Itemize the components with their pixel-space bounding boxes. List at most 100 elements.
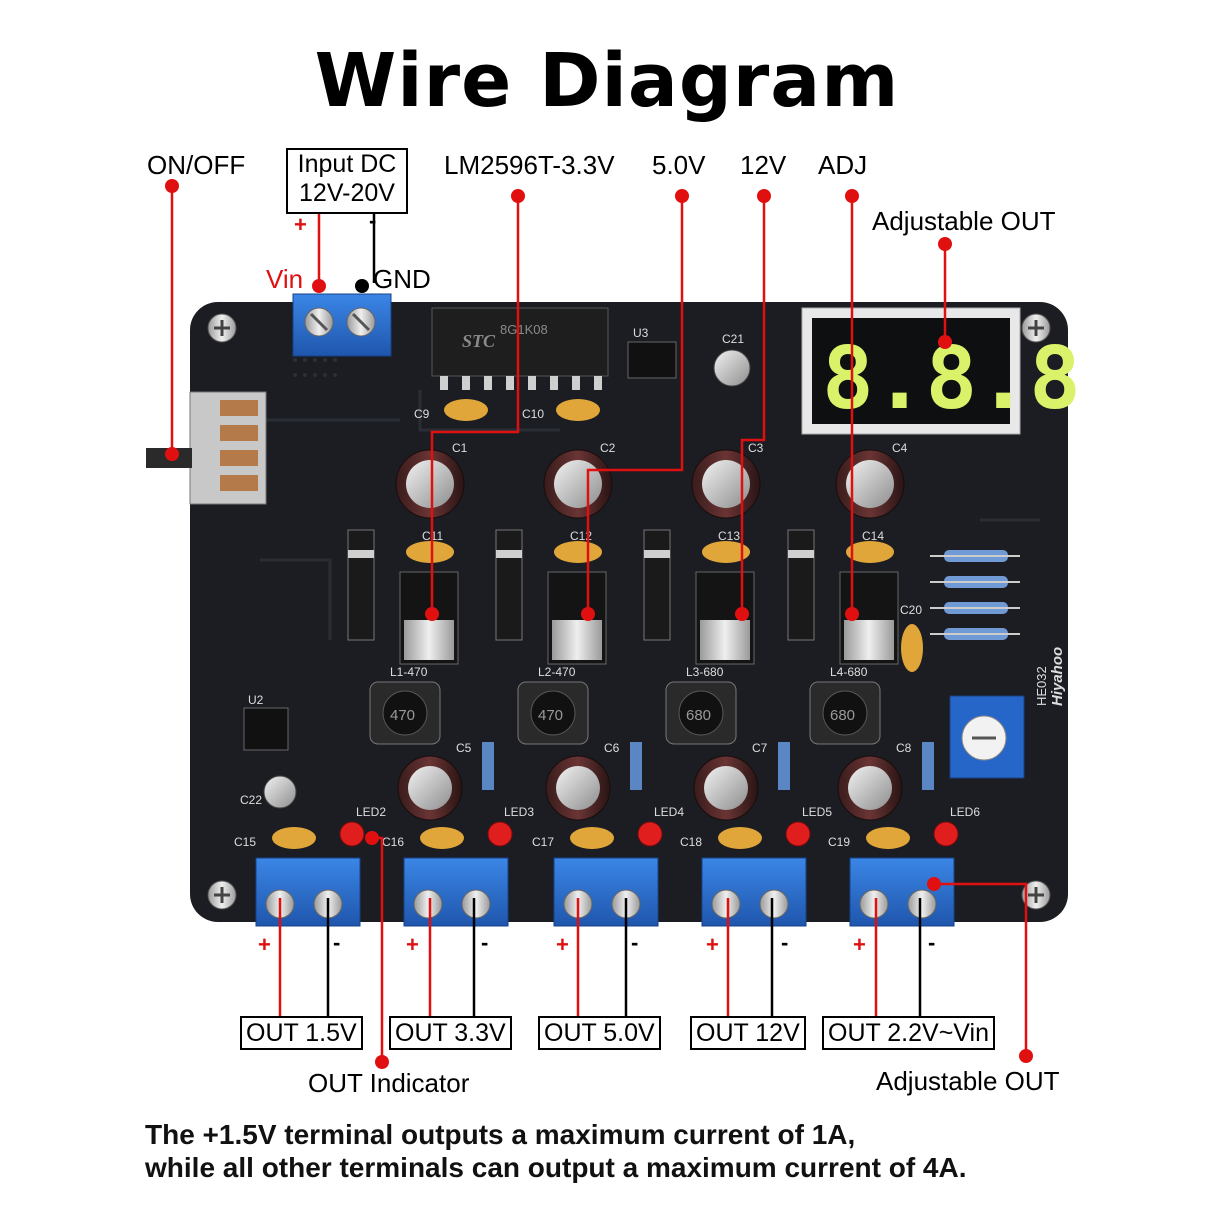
output-led-5 (933, 821, 959, 847)
slide-switch (146, 391, 267, 505)
bottom-capacitor-label-4: C18 (680, 835, 702, 849)
inductor-value-3: 680 (686, 707, 711, 724)
c21-capacitor (713, 349, 751, 387)
callout-lm2596 (430, 196, 520, 612)
input-capacitor-label-2: C2 (600, 441, 616, 455)
inductor-value-1: 470 (390, 707, 415, 724)
out2-minus: - (481, 930, 489, 955)
bottom-capacitor-label-5: C19 (828, 835, 850, 849)
bottom-capacitor-label-2: C16 (382, 835, 404, 849)
out1-plus: + (258, 932, 271, 957)
output-led-2 (487, 821, 513, 847)
out3-plus: + (556, 932, 569, 957)
inductor-label-4: L4-680 (830, 665, 868, 679)
resistor-1 (482, 742, 494, 790)
resistor-3 (778, 742, 790, 790)
on-off-label: ON/OFF (147, 150, 246, 180)
bottom-capacitor-4 (718, 827, 762, 849)
out4-minus: - (781, 930, 789, 955)
callout-12v (740, 196, 766, 612)
bottom-capacitor-1 (272, 827, 316, 849)
resistor-4 (922, 742, 934, 790)
ceramic-capacitor-mid-4 (846, 541, 894, 563)
c9-label: C9 (414, 407, 430, 421)
callout-5v (586, 196, 684, 612)
out5-plus: + (853, 932, 866, 957)
inductor-value-2: 470 (538, 707, 563, 724)
input-terminal-block (292, 293, 392, 357)
inductor-label-2: L2-470 (538, 665, 576, 679)
resistor-array (930, 550, 1020, 640)
u2-label: U2 (248, 693, 264, 707)
callout-lines (170, 186, 1028, 1060)
mcu-chip: STC 8G1K08 (431, 307, 609, 390)
12v-label: 12V (740, 150, 787, 180)
output-terminal-blocks (255, 857, 955, 927)
adjustable-out-bottom-label: Adjustable OUT (876, 1066, 1060, 1096)
output-led-3 (637, 821, 663, 847)
bottom-capacitor-5 (866, 827, 910, 849)
c9-capacitor (444, 399, 488, 421)
output-capacitor-label-3: C7 (752, 741, 768, 755)
inductor-label-1: L1-470 (390, 665, 428, 679)
callout-dots (165, 179, 1033, 1069)
input-plus-sign: + (294, 212, 307, 237)
input-capacitor-label-3: C3 (748, 441, 764, 455)
display-digits: 8.8.8 (822, 329, 1081, 429)
output-led-label-5: LED6 (950, 805, 980, 819)
voltage-display: 8.8.8 (801, 307, 1081, 435)
input-dc-box: Input DC 12V-20V (286, 148, 408, 214)
c21-label: C21 (722, 332, 744, 346)
current-note-line1: The +1.5V terminal outputs a maximum cur… (145, 1119, 856, 1150)
output-led-4 (785, 821, 811, 847)
chip-brand: STC (462, 331, 496, 351)
schottky-diode-3 (643, 529, 671, 641)
out5-minus: - (928, 930, 936, 955)
ceramic-capacitor-mid-label-3: C13 (718, 529, 740, 543)
bottom-capacitor-label-3: C17 (532, 835, 554, 849)
input-dc-line1: Input DC (297, 150, 397, 178)
diagram-title: Wire Diagram (314, 38, 900, 124)
output-led-1 (339, 821, 365, 847)
5v-label: 5.0V (652, 150, 706, 180)
out-3-3v-box: OUT 3.3V (389, 1016, 512, 1050)
gnd-label: GND (373, 264, 431, 294)
output-led-label-3: LED4 (654, 805, 684, 819)
output-led-label-2: LED3 (504, 805, 534, 819)
current-note: The +1.5V terminal outputs a maximum cur… (145, 1118, 967, 1184)
u3-regulator (627, 341, 677, 379)
out2-plus: + (406, 932, 419, 957)
input-dc-line2: 12V-20V (299, 179, 395, 207)
c10-label: C10 (522, 407, 544, 421)
input-capacitor-label-1: C1 (452, 441, 468, 455)
inductors: 470 470 680 680 (369, 681, 881, 745)
out-adjustable-box: OUT 2.2V~Vin (822, 1016, 995, 1050)
adjustable-out-top-label: Adjustable OUT (872, 206, 1056, 236)
adj-label: ADJ (818, 150, 868, 180)
output-led-label-1: LED2 (356, 805, 386, 819)
board-brand: Hiyahoo (1049, 647, 1066, 706)
u2-regulator (243, 707, 289, 751)
gnd-dot (355, 279, 369, 293)
ground-lines (326, 210, 922, 1016)
out1-minus: - (333, 930, 341, 955)
u3-label: U3 (633, 326, 649, 340)
out-indicator-label: OUT Indicator (308, 1068, 470, 1098)
inductor-value-4: 680 (830, 707, 855, 724)
vin-label: Vin (266, 264, 304, 294)
out-1-5v-box: OUT 1.5V (240, 1016, 363, 1050)
bottom-capacitor-label-1: C15 (234, 835, 256, 849)
output-capacitor-label-2: C6 (604, 741, 620, 755)
schottky-diode-4 (787, 529, 815, 641)
input-capacitor-label-4: C4 (892, 441, 908, 455)
out3-minus: - (631, 930, 639, 955)
input-capacitors: C1 C2 C3 C4 (395, 441, 908, 519)
c22-label: C22 (240, 793, 262, 807)
c10-capacitor (556, 399, 600, 421)
c20-label: C20 (900, 603, 922, 617)
out-12v-box: OUT 12V (690, 1016, 806, 1050)
schottky-diode-2 (495, 529, 523, 641)
